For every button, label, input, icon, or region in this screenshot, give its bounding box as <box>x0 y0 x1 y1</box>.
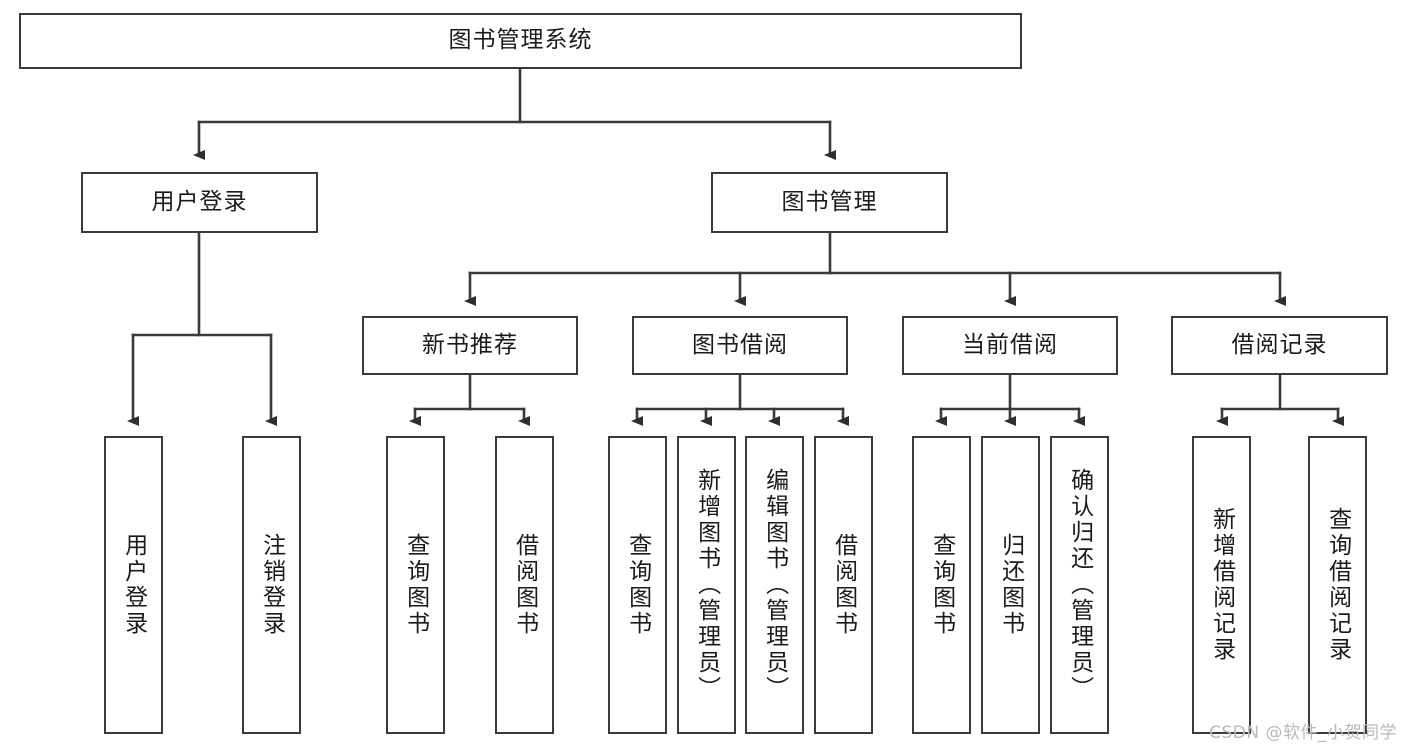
node-root-system[interactable]: 图书管理系统 <box>19 13 1022 69</box>
leaf-borrow-record-add[interactable]: 新增借阅记录 <box>1192 436 1251 734</box>
leaf-current-borrow-return-label: 归还图书 <box>997 533 1024 637</box>
leaf-borrow-record-add-label: 新增借阅记录 <box>1208 507 1235 663</box>
node-user-login[interactable]: 用户登录 <box>81 172 318 233</box>
node-book-manage[interactable]: 图书管理 <box>711 172 948 233</box>
leaf-current-borrow-confirm-return[interactable]: 确认归还（管理员） <box>1050 436 1109 734</box>
node-new-book-recommend-label: 新书推荐 <box>422 331 518 358</box>
node-current-borrow-label: 当前借阅 <box>962 331 1058 358</box>
leaf-book-borrow-add[interactable]: 新增图书（管理员） <box>677 436 736 734</box>
leaf-user-login-signin-label: 用户登录 <box>120 533 147 637</box>
leaf-current-borrow-query[interactable]: 查询图书 <box>912 436 971 734</box>
node-book-borrow[interactable]: 图书借阅 <box>632 316 848 375</box>
leaf-new-book-borrow-label: 借阅图书 <box>511 533 538 637</box>
leaf-book-borrow-edit[interactable]: 编辑图书（管理员） <box>745 436 804 734</box>
leaf-new-book-query[interactable]: 查询图书 <box>386 436 445 734</box>
leaf-new-book-query-label: 查询图书 <box>402 533 429 637</box>
node-book-borrow-label: 图书借阅 <box>692 331 788 358</box>
node-root-system-label: 图书管理系统 <box>448 27 593 54</box>
node-borrow-record-label: 借阅记录 <box>1231 331 1328 358</box>
node-borrow-record[interactable]: 借阅记录 <box>1171 316 1388 375</box>
leaf-book-borrow-add-label: 新增图书（管理员） <box>693 468 720 702</box>
leaf-current-borrow-return[interactable]: 归还图书 <box>981 436 1040 734</box>
leaf-user-login-signout[interactable]: 注销登录 <box>242 436 301 734</box>
leaf-book-borrow-query-label: 查询图书 <box>624 533 651 637</box>
leaf-new-book-borrow[interactable]: 借阅图书 <box>495 436 554 734</box>
leaf-book-borrow-query[interactable]: 查询图书 <box>608 436 667 734</box>
leaf-current-borrow-confirm-return-label: 确认归还（管理员） <box>1066 468 1093 702</box>
leaf-book-borrow-lend-label: 借阅图书 <box>830 533 857 637</box>
leaf-current-borrow-query-label: 查询图书 <box>928 533 955 637</box>
leaf-user-login-signout-label: 注销登录 <box>258 533 285 637</box>
leaf-book-borrow-lend[interactable]: 借阅图书 <box>814 436 873 734</box>
node-new-book-recommend[interactable]: 新书推荐 <box>362 316 578 375</box>
leaf-borrow-record-query-label: 查询借阅记录 <box>1324 507 1351 663</box>
leaf-borrow-record-query[interactable]: 查询借阅记录 <box>1308 436 1367 734</box>
node-current-borrow[interactable]: 当前借阅 <box>902 316 1118 375</box>
node-user-login-label: 用户登录 <box>151 188 248 215</box>
leaf-user-login-signin[interactable]: 用户登录 <box>104 436 163 734</box>
csdn-watermark: CSDN @软件_小贺同学 <box>1209 723 1397 743</box>
node-book-manage-label: 图书管理 <box>781 188 878 215</box>
leaf-book-borrow-edit-label: 编辑图书（管理员） <box>761 468 788 702</box>
